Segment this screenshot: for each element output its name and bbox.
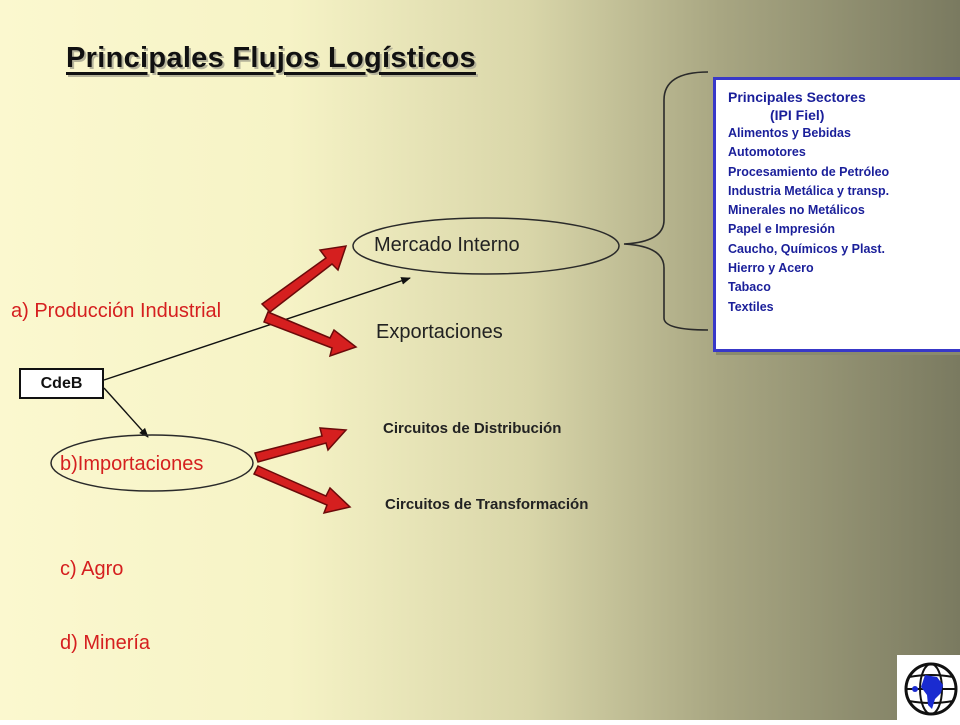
red-arrow-to-transformacion	[252, 465, 352, 515]
sector-item: Papel e Impresión	[728, 222, 835, 237]
red-arrow-to-mercado	[260, 245, 348, 313]
cdeb-to-importaciones-line	[103, 387, 149, 438]
mercado-interno-label: Mercado Interno	[374, 234, 520, 256]
sector-item: Minerales no Metálicos	[728, 203, 865, 218]
globe-south-america-icon	[897, 655, 960, 720]
exportaciones-label: Exportaciones	[376, 321, 503, 343]
agro-label: c) Agro	[60, 558, 124, 580]
red-arrow-to-exportaciones	[263, 311, 358, 358]
sector-item: Tabaco	[728, 280, 771, 295]
importaciones-ellipse	[50, 434, 254, 492]
circuitos-transformacion-label: Circuitos de Transformación	[385, 496, 589, 513]
sector-item: Industria Metálica y transp.	[728, 183, 890, 198]
sector-item: Alimentos y Bebidas	[728, 126, 851, 140]
sectors-box: Principales Sectores (IPI Fiel) Alimento…	[713, 77, 960, 352]
sector-item: Procesamiento de Petróleo	[728, 164, 890, 179]
sector-item: Caucho, Químicos y Plast.	[728, 241, 885, 256]
produccion-industrial-label: a) Producción Industrial	[11, 300, 222, 322]
sectors-subheading: (IPI Fiel)	[770, 107, 825, 123]
sectors-brace	[623, 71, 709, 331]
slide-title: Principales Flujos Logísticos	[66, 42, 476, 74]
mineria-label: d) Minería	[60, 632, 151, 654]
circuitos-distribucion-label: Circuitos de Distribución	[383, 420, 562, 437]
red-arrow-to-distribucion	[254, 427, 348, 463]
cdeb-box: CdeB	[19, 368, 104, 399]
mercado-interno-ellipse	[352, 217, 620, 275]
sector-item: Automotores	[728, 145, 806, 160]
sector-item: Hierro y Acero	[728, 261, 814, 276]
sectors-heading: Principales Sectores	[728, 89, 866, 105]
cdeb-to-mercado-line	[103, 277, 411, 381]
sector-item: Textiles	[728, 299, 774, 314]
importaciones-label: b)Importaciones	[60, 453, 204, 475]
